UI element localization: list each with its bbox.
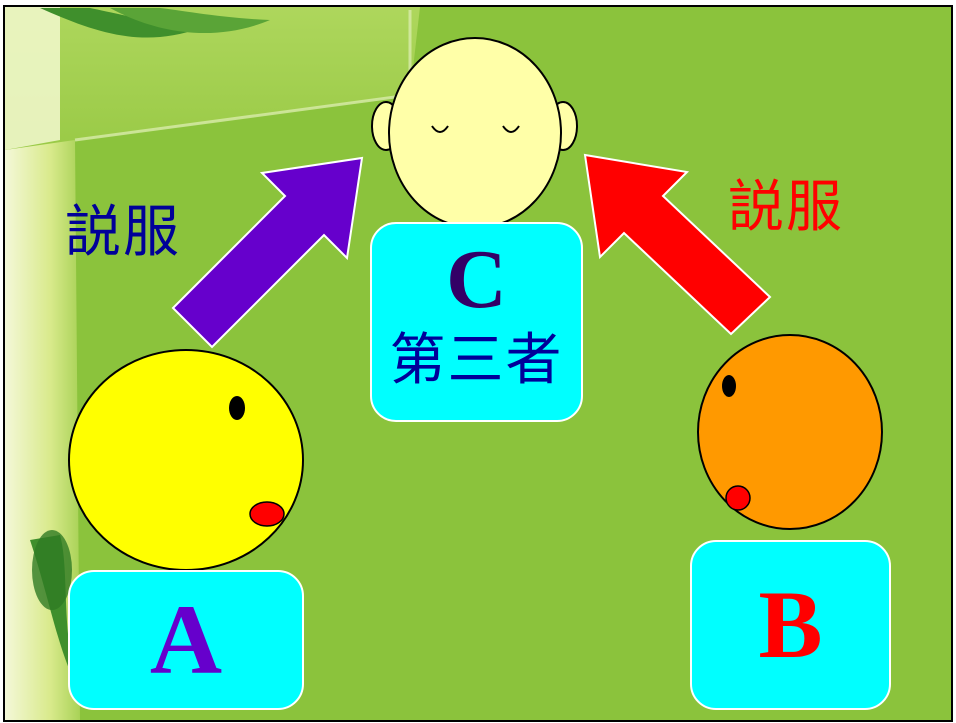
persuade-label-left: 説服 bbox=[65, 200, 181, 265]
person-b-eye bbox=[722, 375, 736, 397]
person-a-letter: A bbox=[149, 584, 223, 695]
person-b-head bbox=[697, 334, 883, 530]
persuade-label-right: 説服 bbox=[728, 175, 844, 240]
wall-panel-top bbox=[5, 7, 420, 150]
leaf-decoration-bottom-2 bbox=[32, 530, 72, 610]
person-c-role: 第三者 bbox=[389, 328, 564, 393]
person-c-eye-left bbox=[431, 125, 449, 133]
person-a-mouth bbox=[249, 501, 285, 527]
person-a-label-box: A bbox=[68, 570, 304, 710]
leaf-decoration-top-2 bbox=[110, 8, 270, 33]
person-b-letter: B bbox=[758, 571, 823, 678]
leaf-decoration-top bbox=[40, 8, 200, 38]
person-b-mouth bbox=[725, 485, 751, 511]
person-c-eye-right bbox=[502, 125, 520, 133]
person-c-label-box: C 第三者 bbox=[370, 222, 583, 422]
wall-panel-corner bbox=[5, 7, 60, 150]
person-c-letter: C bbox=[446, 233, 507, 326]
person-b-label-box: B bbox=[690, 540, 891, 710]
wall-edge-line bbox=[74, 93, 411, 142]
person-a-eye bbox=[229, 396, 245, 420]
